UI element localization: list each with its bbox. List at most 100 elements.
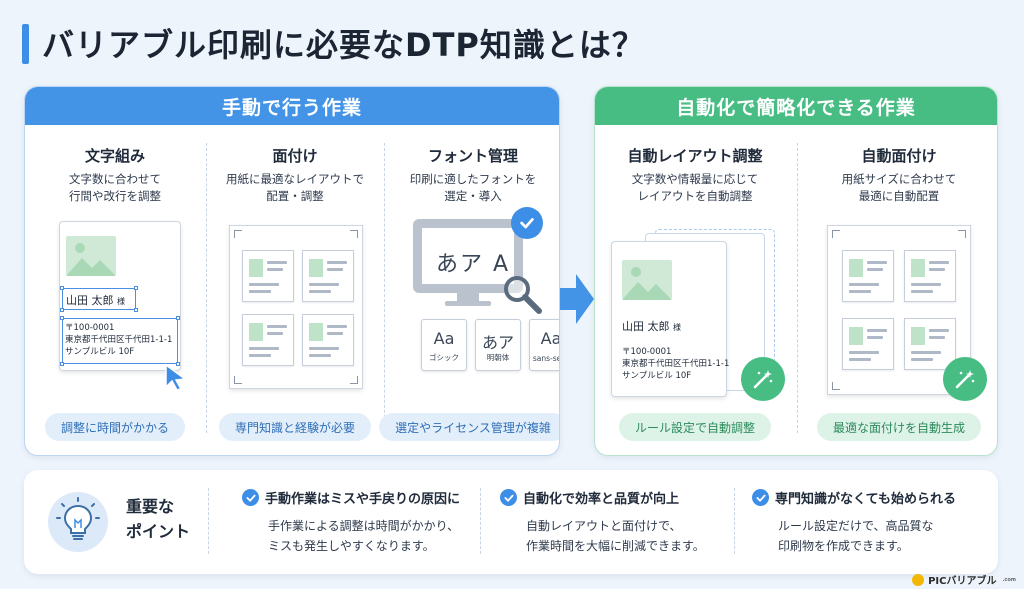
brand-logo: PICバリアブル .com bbox=[912, 572, 1016, 587]
name-selection-box bbox=[60, 286, 138, 312]
address-card: 山田 太郎 様 〒100-0001 東京都千代田区千代田1-1-1 サンプルビル… bbox=[59, 221, 181, 371]
column-divider bbox=[384, 143, 385, 433]
key-point-body: ルール設定だけで、高品質な 印刷物を作成できます。 bbox=[778, 516, 956, 556]
auto-col-imposition: 自動面付け 用紙サイズに合わせて 最適に自動配置 最適な面付けを自動生成 bbox=[799, 125, 997, 455]
column-divider bbox=[797, 143, 798, 433]
imposed-card bbox=[242, 250, 294, 302]
imposed-card bbox=[904, 318, 956, 370]
key-point-2: 自動化で効率と品質が向上 自動レイアウトと面付けで、 作業時間を大幅に削減できま… bbox=[500, 488, 705, 556]
image-placeholder-icon bbox=[622, 260, 672, 300]
key-point-line: 手作業による調整は時間がかかり、 bbox=[268, 519, 460, 533]
column-divider bbox=[206, 143, 207, 433]
col-title: 面付け bbox=[272, 147, 318, 165]
point-divider bbox=[208, 488, 209, 554]
col-title: 自動面付け bbox=[861, 147, 937, 165]
font-glyph: あア bbox=[481, 333, 514, 352]
col-desc-line: 最適に自動配置 bbox=[858, 189, 940, 203]
magic-wand-icon bbox=[741, 357, 785, 401]
col-desc: 用紙サイズに合わせて 最適に自動配置 bbox=[799, 171, 997, 205]
monitor-stand bbox=[457, 293, 479, 301]
col-desc-line: 用紙サイズに合わせて bbox=[841, 172, 957, 186]
col-title: フォント管理 bbox=[427, 147, 518, 165]
col-desc-line: 行間や改行を調整 bbox=[69, 189, 161, 203]
col-desc-line: 文字数に合わせて bbox=[69, 172, 161, 186]
issue-pill: 調整に時間がかかる bbox=[44, 413, 186, 441]
col-desc-line: 文字数や情報量に応じて bbox=[631, 172, 759, 186]
recipient-name: 山田 太郎 様 bbox=[622, 320, 681, 333]
manual-panel: 手動で行う作業 文字組み 文字数に合わせて 行間や改行を調整 山田 太郎 様 〒… bbox=[24, 86, 560, 456]
image-placeholder-icon bbox=[66, 236, 116, 276]
font-label: sans-serif bbox=[532, 354, 559, 363]
key-points-label-line: 重要な bbox=[126, 497, 175, 516]
imposed-card bbox=[302, 250, 354, 302]
imposed-card bbox=[302, 314, 354, 366]
key-point-title: 手動作業はミスや手戻りの原因に bbox=[265, 492, 461, 507]
key-point-title: 専門知識がなくても始められる bbox=[775, 492, 956, 507]
key-point-body: 手作業による調整は時間がかかり、 ミスも発生しやすくなります。 bbox=[268, 516, 460, 556]
auto-col-layout: 自動レイアウト調整 文字数や情報量に応じて レイアウトを自動調整 山田 太郎 様… bbox=[595, 125, 795, 455]
key-point-line: 自動レイアウトと面付けで、 bbox=[526, 519, 682, 533]
col-desc: 文字数に合わせて 行間や改行を調整 bbox=[25, 171, 205, 205]
font-glyph: Aa bbox=[433, 329, 455, 348]
cursor-arrow-icon bbox=[165, 363, 187, 391]
transition-arrow-icon bbox=[560, 274, 594, 324]
monitor-sample-text: あア A bbox=[436, 252, 511, 277]
col-title: 自動レイアウト調整 bbox=[627, 147, 763, 165]
check-circle-icon bbox=[500, 489, 517, 506]
imposition-sheet bbox=[229, 225, 363, 389]
font-label: ゴシック bbox=[429, 353, 459, 362]
page-title: バリアブル印刷に必要なDTP知識とは？ bbox=[42, 26, 645, 64]
col-desc-line: 印刷に適したフォントを bbox=[409, 172, 537, 186]
lightbulb-icon bbox=[48, 492, 108, 552]
key-point-title: 自動化で効率と品質が向上 bbox=[523, 492, 680, 507]
point-divider bbox=[480, 488, 481, 554]
key-point-1: 手動作業はミスや手戻りの原因に 手作業による調整は時間がかかり、 ミスも発生しや… bbox=[242, 488, 460, 556]
magic-wand-icon bbox=[943, 357, 987, 401]
imposed-card bbox=[242, 314, 294, 366]
check-circle-icon bbox=[752, 489, 769, 506]
key-point-head: 自動化で効率と品質が向上 bbox=[500, 488, 705, 507]
feature-pill: 最適な面付けを自動生成 bbox=[816, 413, 982, 441]
col-desc: 用紙に最適なレイアウトで 配置・調整 bbox=[207, 171, 383, 205]
key-point-line: ミスも発生しやすくなります。 bbox=[268, 539, 435, 553]
key-point-line: 作業時間を大幅に削減できます。 bbox=[526, 539, 705, 553]
monitor-icon: あア A bbox=[413, 219, 523, 293]
key-point-3: 専門知識がなくても始められる ルール設定だけで、高品質な 印刷物を作成できます。 bbox=[752, 488, 956, 556]
col-desc: 印刷に適したフォントを 選定・導入 bbox=[385, 171, 559, 205]
key-point-line: 印刷物を作成できます。 bbox=[778, 539, 909, 553]
font-card-sans-serif: Aa sans-serif bbox=[529, 319, 559, 371]
checkmark-badge-icon bbox=[511, 207, 543, 239]
col-desc: 文字数や情報量に応じて レイアウトを自動調整 bbox=[595, 171, 795, 205]
magnifier-icon bbox=[504, 276, 542, 314]
auto-panel: 自動化で簡略化できる作業 自動レイアウト調整 文字数や情報量に応じて レイアウト… bbox=[594, 86, 998, 456]
col-desc-line: 選定・導入 bbox=[444, 189, 502, 203]
manual-col-imposition: 面付け 用紙に最適なレイアウトで 配置・調整 専門知識と経験が必要 bbox=[207, 125, 383, 455]
key-point-line: ルール設定だけで、高品質な bbox=[778, 519, 934, 533]
imposed-card bbox=[904, 250, 956, 302]
key-points-label-line: ポイント bbox=[126, 522, 191, 541]
manual-panel-header: 手動で行う作業 bbox=[25, 87, 559, 125]
logo-mark-icon bbox=[912, 573, 925, 586]
point-divider bbox=[734, 488, 735, 554]
imposed-card bbox=[842, 250, 894, 302]
auto-panel-header: 自動化で簡略化できる作業 bbox=[595, 87, 997, 125]
key-point-head: 手動作業はミスや手戻りの原因に bbox=[242, 488, 460, 507]
issue-pill: 選定やライセンス管理が複雑 bbox=[379, 413, 559, 441]
col-title: 文字組み bbox=[84, 147, 145, 165]
key-points-label: 重要な ポイント bbox=[126, 494, 190, 544]
address-selection-box bbox=[60, 316, 180, 366]
check-circle-icon bbox=[242, 489, 259, 506]
manual-col-typesetting: 文字組み 文字数に合わせて 行間や改行を調整 山田 太郎 様 〒100-0001… bbox=[25, 125, 205, 455]
key-point-body: 自動レイアウトと面付けで、 作業時間を大幅に削減できます。 bbox=[526, 516, 705, 556]
col-desc-line: 用紙に最適なレイアウトで bbox=[226, 172, 364, 186]
auto-address-card: 山田 太郎 様 〒100-0001 東京都千代田区千代田1-1-1 サンプルビル… bbox=[611, 241, 730, 397]
feature-pill: ルール設定で自動調整 bbox=[618, 413, 772, 441]
address-block: 〒100-0001 東京都千代田区千代田1-1-1 サンプルビル 10F bbox=[622, 347, 730, 381]
col-desc-line: レイアウトを自動調整 bbox=[637, 189, 753, 203]
col-desc-line: 配置・調整 bbox=[266, 189, 324, 203]
key-point-head: 専門知識がなくても始められる bbox=[752, 488, 956, 507]
imposed-card bbox=[842, 318, 894, 370]
font-label: 明朝体 bbox=[486, 353, 510, 362]
monitor-base bbox=[445, 301, 491, 306]
font-card-gothic: Aa ゴシック bbox=[421, 319, 467, 371]
